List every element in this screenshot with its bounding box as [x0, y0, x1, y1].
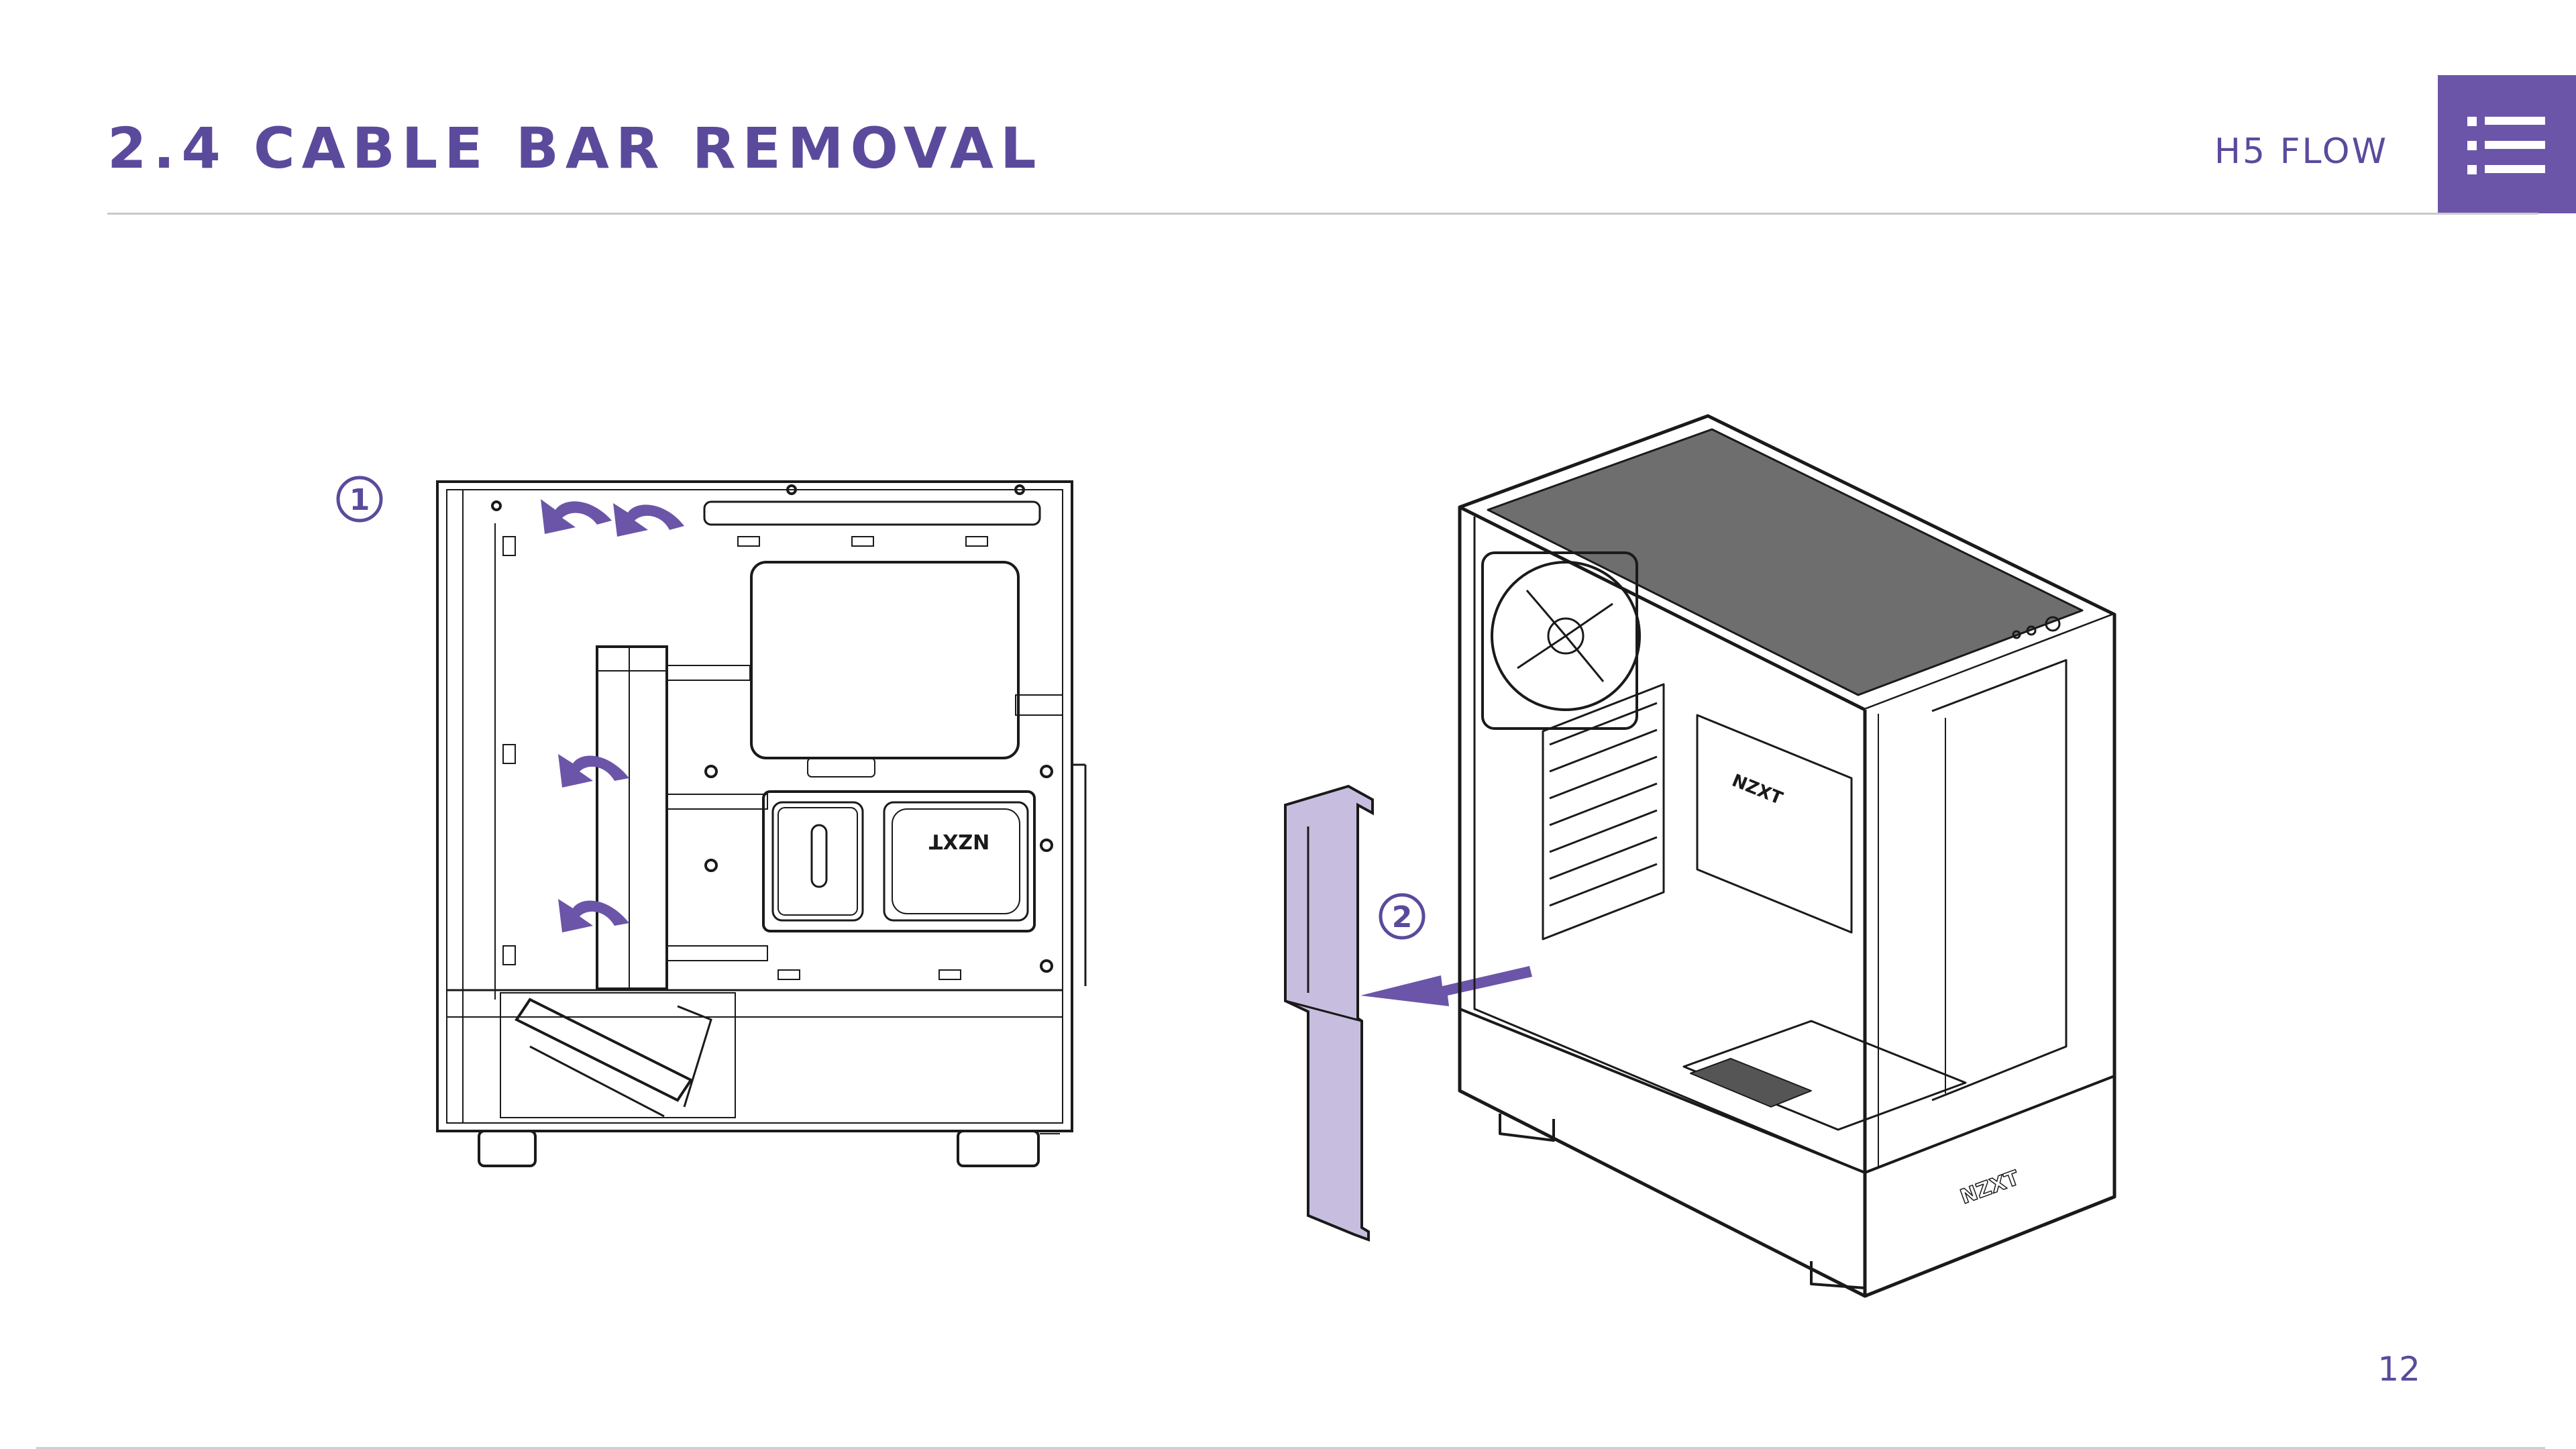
step-2-number: 2 — [1392, 900, 1413, 934]
step-1-release-arrows — [541, 499, 684, 932]
side-logo: NZXT — [928, 829, 989, 853]
step-1-badge: 1 — [338, 478, 381, 521]
cable-bar-part — [1285, 786, 1373, 1240]
case-side-view: NZXT — [437, 482, 1085, 1166]
page-number: 12 — [2377, 1350, 2420, 1389]
case-isometric-view: NZXT NZXT — [1460, 416, 2114, 1296]
step-2-badge: 2 — [1381, 895, 1424, 938]
step-2-removal-arrow — [1360, 966, 1532, 1006]
step-1-number: 1 — [350, 483, 370, 517]
tray-logo: NZXT — [1729, 771, 1785, 809]
